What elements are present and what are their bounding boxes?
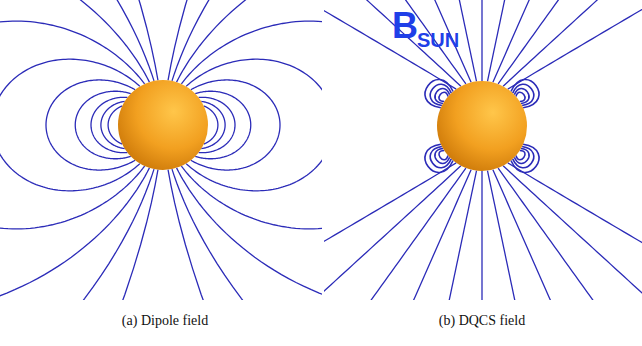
field-line [324,0,461,86]
dipole-field-lines [0,0,322,300]
field-line [324,168,466,300]
sun-sphere [118,80,208,170]
panel-caption: (b) DQCS field [439,314,525,328]
sun-sphere [437,81,527,171]
field-line [508,0,642,89]
field-line [493,0,642,82]
field-line [378,0,477,81]
field-line [481,171,482,300]
field-symbol: B [392,8,418,44]
field-subscript: SUN [417,30,459,50]
field-line [503,0,642,86]
panel-caption: (a) Dipole field [122,314,208,328]
field-line [324,170,471,300]
dqcs-field-lines [324,0,642,300]
field-line [508,163,642,300]
field-line [324,163,456,300]
field-line [481,0,482,81]
field-line [487,0,586,81]
field-line [503,166,642,300]
field-line [324,0,471,82]
field-line [498,168,642,300]
field-line [493,170,642,300]
field-line [324,166,461,300]
